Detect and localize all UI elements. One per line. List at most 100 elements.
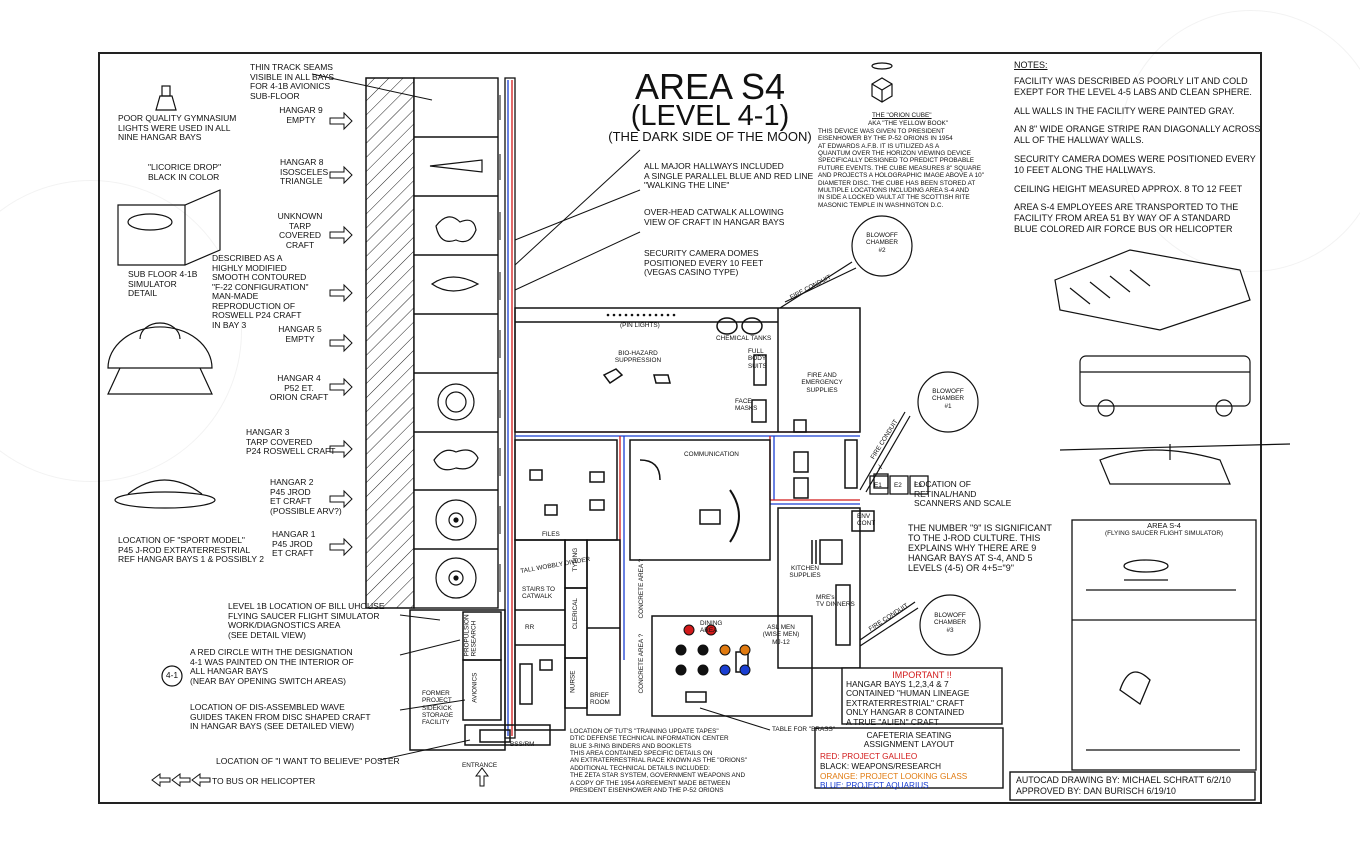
page-title: AREA S4 <box>634 66 786 107</box>
label-typing: TYPING <box>572 547 580 572</box>
label-e1: E1 <box>874 482 882 489</box>
label-former-project: FORMER PROJECT SIDEKICK STORAGE FACILITY <box>422 690 454 727</box>
label-retinal: LOCATION OF RETINAL/HAND SCANNERS AND SC… <box>914 479 1012 509</box>
label-nurse: NURSE <box>569 670 577 693</box>
label-rr: RR <box>525 624 535 631</box>
note-item: FACILITY WAS DESCRIBED AS POORLY LIT AND… <box>1014 76 1252 97</box>
label-full-body: FULL BODY SUITS <box>748 348 767 370</box>
seating-heading: CAFETERIA SEATING ASSIGNMENT LAYOUT <box>863 730 955 750</box>
label-dining: DINING AREA <box>700 620 723 635</box>
label-catwalk: OVER-HEAD CATWALK ALLOWING VIEW OF CRAFT… <box>644 207 785 227</box>
orion-cube-icon <box>871 62 893 103</box>
storage-block <box>409 609 551 751</box>
label-table-brass: TABLE FOR "BRASS" <box>772 726 836 733</box>
right-illustrations <box>1054 249 1291 485</box>
label-chemical-tanks: CHEMICAL TANKS <box>716 335 772 342</box>
pin-lights <box>606 313 676 317</box>
seating-blue: BLUE: PROJECT AQUARIUS <box>820 781 929 790</box>
lower-rooms <box>514 539 621 731</box>
label-env-cont: ENV CONT <box>857 513 876 528</box>
note-item: ALL WALLS IN THE FACILITY WERE PAINTED G… <box>1014 106 1235 116</box>
note-item: SECURITY CAMERA DOMES WERE POSITIONED EV… <box>1014 154 1256 175</box>
label-clerical: CLERICAL <box>571 598 579 630</box>
label-mres: MRE's TV DINNERS <box>816 594 855 609</box>
label-level1b: LEVEL 1B LOCATION OF BILL UHOUSE FLYING … <box>228 601 385 640</box>
label-track-seams: THIN TRACK SEAMS VISIBLE IN ALL BAYS FOR… <box>250 62 335 101</box>
label-red-circle: A RED CIRCLE WITH THE DESIGNATION 4-1 WA… <box>190 647 354 686</box>
label-concrete2: CONCRETE AREA ? <box>638 633 646 694</box>
label-communication: COMMUNICATION <box>684 451 739 458</box>
label-face-masks: FACE MASKS <box>735 398 758 413</box>
label-pin-lights: (PIN LIGHTS) <box>620 322 660 329</box>
seating-red: RED: PROJECT GALILEO <box>820 752 918 761</box>
label-e3: E3 <box>914 482 922 489</box>
note-item: AREA S-4 EMPLOYEES ARE TRANSPORTED TO TH… <box>1014 202 1239 234</box>
seating-orange: ORANGE: PROJECT LOOKING GLASS <box>820 772 968 781</box>
page-tagline: (THE DARK SIDE OF THE MOON) <box>608 129 812 144</box>
credit-approved: APPROVED BY: DAN BURISCH 6/19/10 <box>1016 786 1176 796</box>
label-hangar4: HANGAR 4 P52 ET. ORION CRAFT <box>269 373 329 403</box>
label-cameras: SECURITY CAMERA DOMES POSITIONED EVERY 1… <box>644 248 764 278</box>
label-hangar9: HANGAR 9 EMPTY <box>279 105 323 125</box>
bus-arrows <box>151 767 489 787</box>
credit-drawn: AUTOCAD DRAWING BY: MICHAEL SCHRATT 6/2/… <box>1016 775 1231 785</box>
note-item: AN 8" WIDE ORANGE STRIPE RAN DIAGONALLY … <box>1014 124 1261 145</box>
simulator-detail <box>1071 519 1257 771</box>
simulator-heading: AREA S-4 <box>1147 521 1181 530</box>
label-sub-floor: SUB FLOOR 4-1B SIMULATOR DETAIL <box>128 269 198 299</box>
important-text: HANGAR BAYS 1,2,3,4 & 7 CONTAINED "HUMAN… <box>846 679 970 727</box>
seating-black: BLACK: WEAPONS/RESEARCH <box>820 762 942 771</box>
label-hallways: ALL MAJOR HALLWAYS INCLUDED A SINGLE PAR… <box>644 161 814 191</box>
important-heading: IMPORTANT !! <box>892 670 952 680</box>
label-licorice: "LICORICE DROP" BLACK IN COLOR <box>148 162 222 182</box>
fire-conduits <box>779 215 981 656</box>
label-wave-guides: LOCATION OF DIS-ASSEMBLED WAVE GUIDES TA… <box>190 702 371 732</box>
label-sport-model: LOCATION OF "SPORT MODEL" P45 J-ROD EXTR… <box>118 535 264 565</box>
label-files: FILES <box>542 531 560 538</box>
label-e2: E2 <box>894 482 902 489</box>
label-bus: TO BUS OR HELICOPTER <box>212 776 316 786</box>
label-hangar8: HANGAR 8 ISOSCELES TRIANGLE <box>280 157 329 187</box>
page-subtitle: (LEVEL 4-1) <box>630 100 790 132</box>
label-poster: LOCATION OF "I WANT TO BELIEVE" POSTER <box>216 756 400 766</box>
label-bio-hazard: BIO-HAZARD SUPPRESSION <box>614 350 662 365</box>
label-number-nine: THE NUMBER "9" IS SIGNIFICANT TO THE J-R… <box>908 523 1052 574</box>
label-lights: POOR QUALITY GYMNASIUM LIGHTS WERE USED … <box>118 113 237 143</box>
orion-cube-text: THIS DEVICE WAS GIVEN TO PRESIDENT EISEN… <box>818 128 984 209</box>
cafeteria-tables <box>675 624 751 676</box>
note-item: CEILING HEIGHT MEASURED APPROX. 8 TO 12 … <box>1014 184 1243 194</box>
label-blowoff2: BLOWOFF CHAMBER #2 <box>866 232 898 254</box>
label-fire-supplies: FIRE AND EMERGENCY SUPPLIES <box>801 372 843 394</box>
notes-heading: NOTES: <box>1014 60 1048 70</box>
label-concrete1: CONCRETE AREA ? <box>638 558 646 619</box>
label-blowoff3: BLOWOFF CHAMBER #3 <box>934 612 966 634</box>
label-hangar3: HANGAR 3 TARP COVERED P24 ROSWELL CRAFT <box>246 427 336 457</box>
label-brief-room: BRIEF ROOM <box>590 692 610 707</box>
orion-cube-title: THE "ORION CUBE" <box>872 112 932 119</box>
label-propulsion: PROPULSION RESEARCH <box>463 614 478 657</box>
simulator-subheading: (FLYING SAUCER FLIGHT SIMULATOR) <box>1104 530 1224 537</box>
label-unknown-craft: UNKNOWN TARP COVERED CRAFT <box>277 211 323 250</box>
label-avionics: AVIONICS <box>471 672 479 703</box>
label-stairs: STAIRS TO CATWALK <box>522 586 556 601</box>
red-circle-tag <box>161 665 183 687</box>
label-entrance: ENTRANCE <box>462 762 498 769</box>
orion-cube-aka: AKA "THE YELLOW BOOK" <box>868 120 949 127</box>
left-illustrations <box>107 85 221 509</box>
legend-boxes <box>814 667 1256 801</box>
lab-block <box>514 307 861 499</box>
label-hangar1: HANGAR 1 P45 JROD ET CRAFT <box>272 529 316 559</box>
kitchen-block <box>777 507 875 669</box>
label-hangar2: HANGAR 2 P45 JROD ET CRAFT (POSSIBLE ARV… <box>270 477 342 516</box>
office-block <box>514 439 771 561</box>
circle-tag-label: 4-1 <box>165 670 179 680</box>
label-bss: BSS/RM <box>510 741 535 748</box>
label-x: X <box>878 464 883 471</box>
label-blowoff1: BLOWOFF CHAMBER #1 <box>932 388 964 410</box>
leader-arrows <box>311 73 771 761</box>
hangar-craft-icons <box>429 159 483 599</box>
label-kitchen: KITCHEN SUPPLIES <box>789 565 821 580</box>
hangar-wall-hatch <box>365 77 415 609</box>
drawing-sheet <box>98 52 1262 804</box>
